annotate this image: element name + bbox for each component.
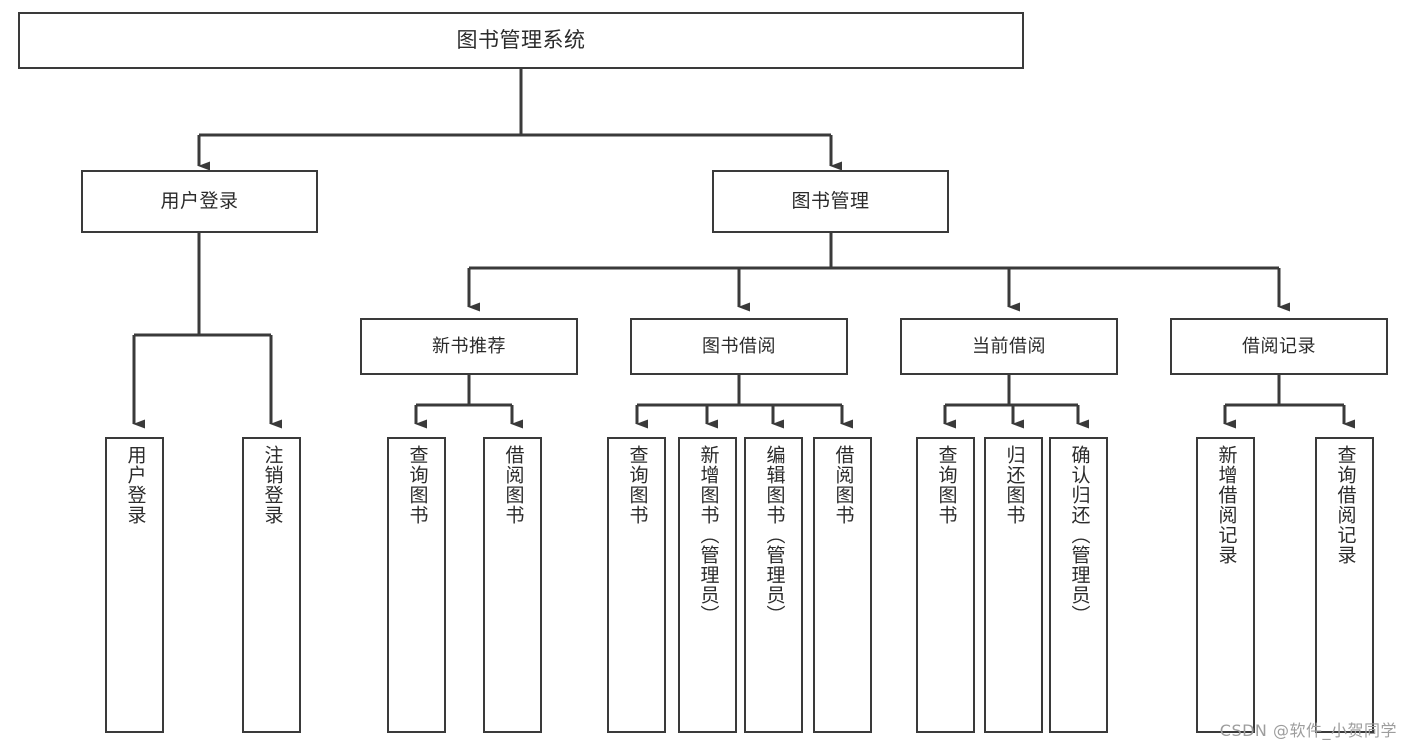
node-leaf-rec-query2-label: 查询借阅记录 xyxy=(1334,445,1357,565)
node-leaf-borrow-do[interactable]: 借阅图书 xyxy=(813,437,872,733)
node-leaf-user-login-label: 用户登录 xyxy=(124,445,147,525)
node-book-borrow[interactable]: 图书借阅 xyxy=(630,318,848,375)
node-leaf-rec-add[interactable]: 新增借阅记录 xyxy=(1196,437,1255,733)
node-leaf-user-login[interactable]: 用户登录 xyxy=(105,437,164,733)
node-leaf-rec-add-label: 新增借阅记录 xyxy=(1215,445,1238,565)
node-book-manage-label: 图书管理 xyxy=(791,190,870,213)
node-current-borrow[interactable]: 当前借阅 xyxy=(900,318,1118,375)
node-borrow-record-label: 借阅记录 xyxy=(1242,335,1316,357)
node-leaf-borrow-edit[interactable]: 编辑图书（管理员） xyxy=(744,437,803,733)
node-leaf-cur-query[interactable]: 查询图书 xyxy=(916,437,975,733)
node-leaf-cur-return-label: 归还图书 xyxy=(1003,445,1026,525)
node-user-login[interactable]: 用户登录 xyxy=(81,170,318,233)
node-leaf-cur-confirm-label: 确认归还（管理员） xyxy=(1068,445,1091,625)
node-leaf-cur-return[interactable]: 归还图书 xyxy=(984,437,1043,733)
node-leaf-borrow-do-label: 借阅图书 xyxy=(832,445,855,525)
node-leaf-rec-query[interactable]: 查询图书 xyxy=(387,437,446,733)
node-leaf-rec-borrow-label: 借阅图书 xyxy=(502,445,525,525)
node-current-borrow-label: 当前借阅 xyxy=(972,335,1046,357)
node-new-book-rec[interactable]: 新书推荐 xyxy=(360,318,578,375)
node-borrow-record[interactable]: 借阅记录 xyxy=(1170,318,1388,375)
node-leaf-rec-borrow[interactable]: 借阅图书 xyxy=(483,437,542,733)
node-new-book-rec-label: 新书推荐 xyxy=(432,335,506,357)
node-leaf-borrow-edit-label: 编辑图书（管理员） xyxy=(763,445,786,625)
node-root[interactable]: 图书管理系统 xyxy=(18,12,1024,69)
node-user-login-label: 用户登录 xyxy=(160,190,239,213)
node-leaf-borrow-query-label: 查询图书 xyxy=(626,445,649,525)
node-leaf-rec-query2[interactable]: 查询借阅记录 xyxy=(1315,437,1374,733)
node-book-borrow-label: 图书借阅 xyxy=(702,335,776,357)
node-leaf-user-logout-label: 注销登录 xyxy=(261,445,284,525)
node-leaf-rec-query-label: 查询图书 xyxy=(406,445,429,525)
node-leaf-cur-confirm[interactable]: 确认归还（管理员） xyxy=(1049,437,1108,733)
node-root-label: 图书管理系统 xyxy=(456,28,586,53)
node-leaf-borrow-add-label: 新增图书（管理员） xyxy=(697,445,720,625)
node-leaf-borrow-add[interactable]: 新增图书（管理员） xyxy=(678,437,737,733)
node-leaf-borrow-query[interactable]: 查询图书 xyxy=(607,437,666,733)
watermark-text: CSDN @软件_小贺同学 xyxy=(1219,721,1397,740)
node-leaf-cur-query-label: 查询图书 xyxy=(935,445,958,525)
node-leaf-user-logout[interactable]: 注销登录 xyxy=(242,437,301,733)
node-book-manage[interactable]: 图书管理 xyxy=(712,170,949,233)
